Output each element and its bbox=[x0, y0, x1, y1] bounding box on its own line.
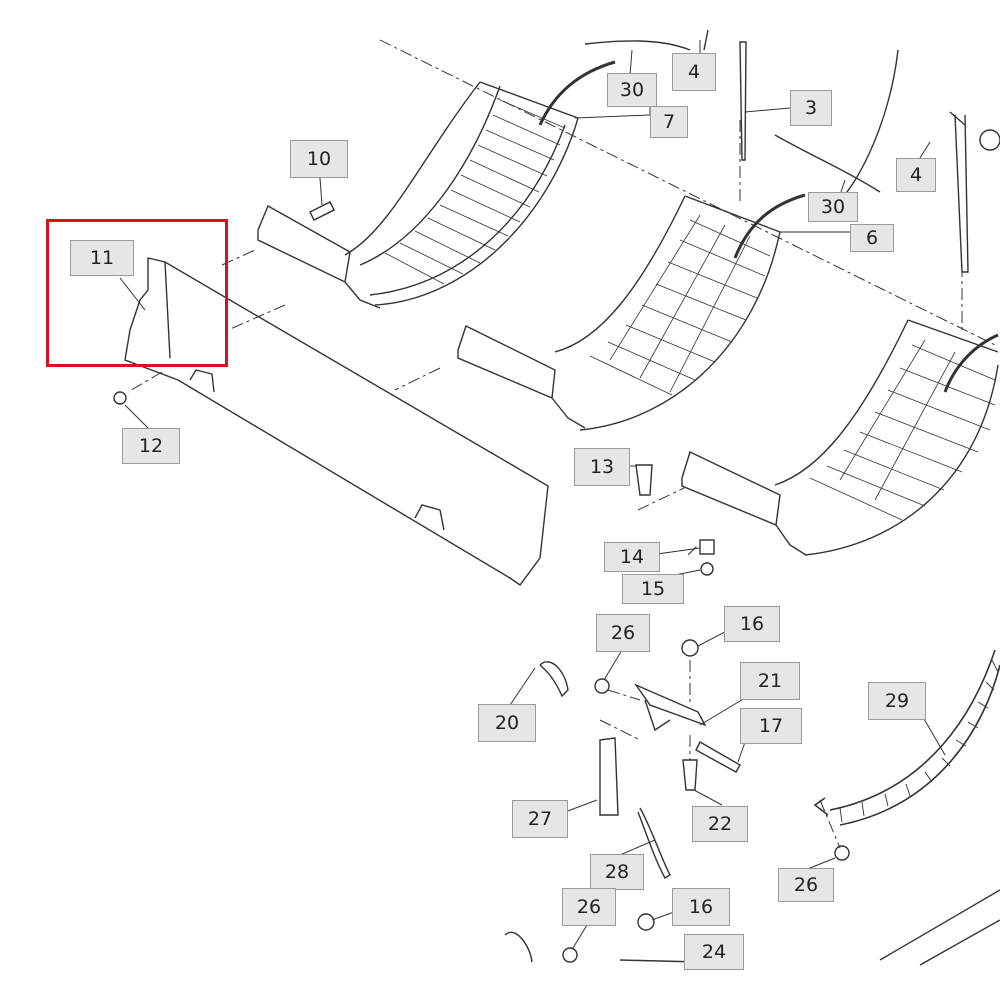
hardware bbox=[113, 201, 850, 963]
callout-4-right: 4 bbox=[896, 158, 936, 192]
callout-26-top: 26 bbox=[596, 614, 650, 652]
callout-14: 14 bbox=[604, 542, 660, 572]
highlight-box-part-11 bbox=[46, 219, 228, 367]
callout-13: 13 bbox=[574, 448, 630, 486]
callout-7: 7 bbox=[650, 106, 688, 138]
alignment-lines bbox=[127, 39, 996, 849]
callout-4: 4 bbox=[672, 53, 716, 91]
callout-15: 15 bbox=[622, 574, 684, 604]
callout-30: 30 bbox=[607, 73, 657, 107]
callout-16-bottom: 16 bbox=[672, 888, 730, 926]
callout-12: 12 bbox=[122, 428, 180, 464]
concave-large-2 bbox=[681, 319, 999, 556]
part-11-cover-plate bbox=[124, 257, 549, 586]
callout-22: 22 bbox=[692, 806, 748, 842]
callout-26-right: 26 bbox=[778, 868, 834, 902]
callout-28: 28 bbox=[590, 854, 644, 890]
lower-linkage bbox=[504, 661, 707, 963]
callout-30-right: 30 bbox=[808, 192, 858, 222]
callout-29: 29 bbox=[868, 682, 926, 720]
concave-fine bbox=[257, 81, 579, 309]
callout-16-top: 16 bbox=[724, 606, 780, 642]
upper-right-parts bbox=[584, 29, 1000, 273]
callout-17: 17 bbox=[740, 708, 802, 744]
frame-rails bbox=[879, 889, 1000, 966]
callout-24: 24 bbox=[684, 934, 744, 970]
callout-27: 27 bbox=[512, 800, 568, 838]
callout-6: 6 bbox=[850, 224, 894, 252]
direction-arrows bbox=[538, 60, 999, 393]
callout-21: 21 bbox=[740, 662, 800, 700]
callout-3: 3 bbox=[790, 90, 832, 126]
callout-11: 11 bbox=[70, 240, 134, 276]
callout-26-bottom: 26 bbox=[562, 888, 616, 926]
concave-large-1 bbox=[457, 195, 781, 431]
callout-20: 20 bbox=[478, 704, 536, 742]
callout-10: 10 bbox=[290, 140, 348, 178]
part-29-rasp-bar bbox=[813, 649, 1000, 826]
